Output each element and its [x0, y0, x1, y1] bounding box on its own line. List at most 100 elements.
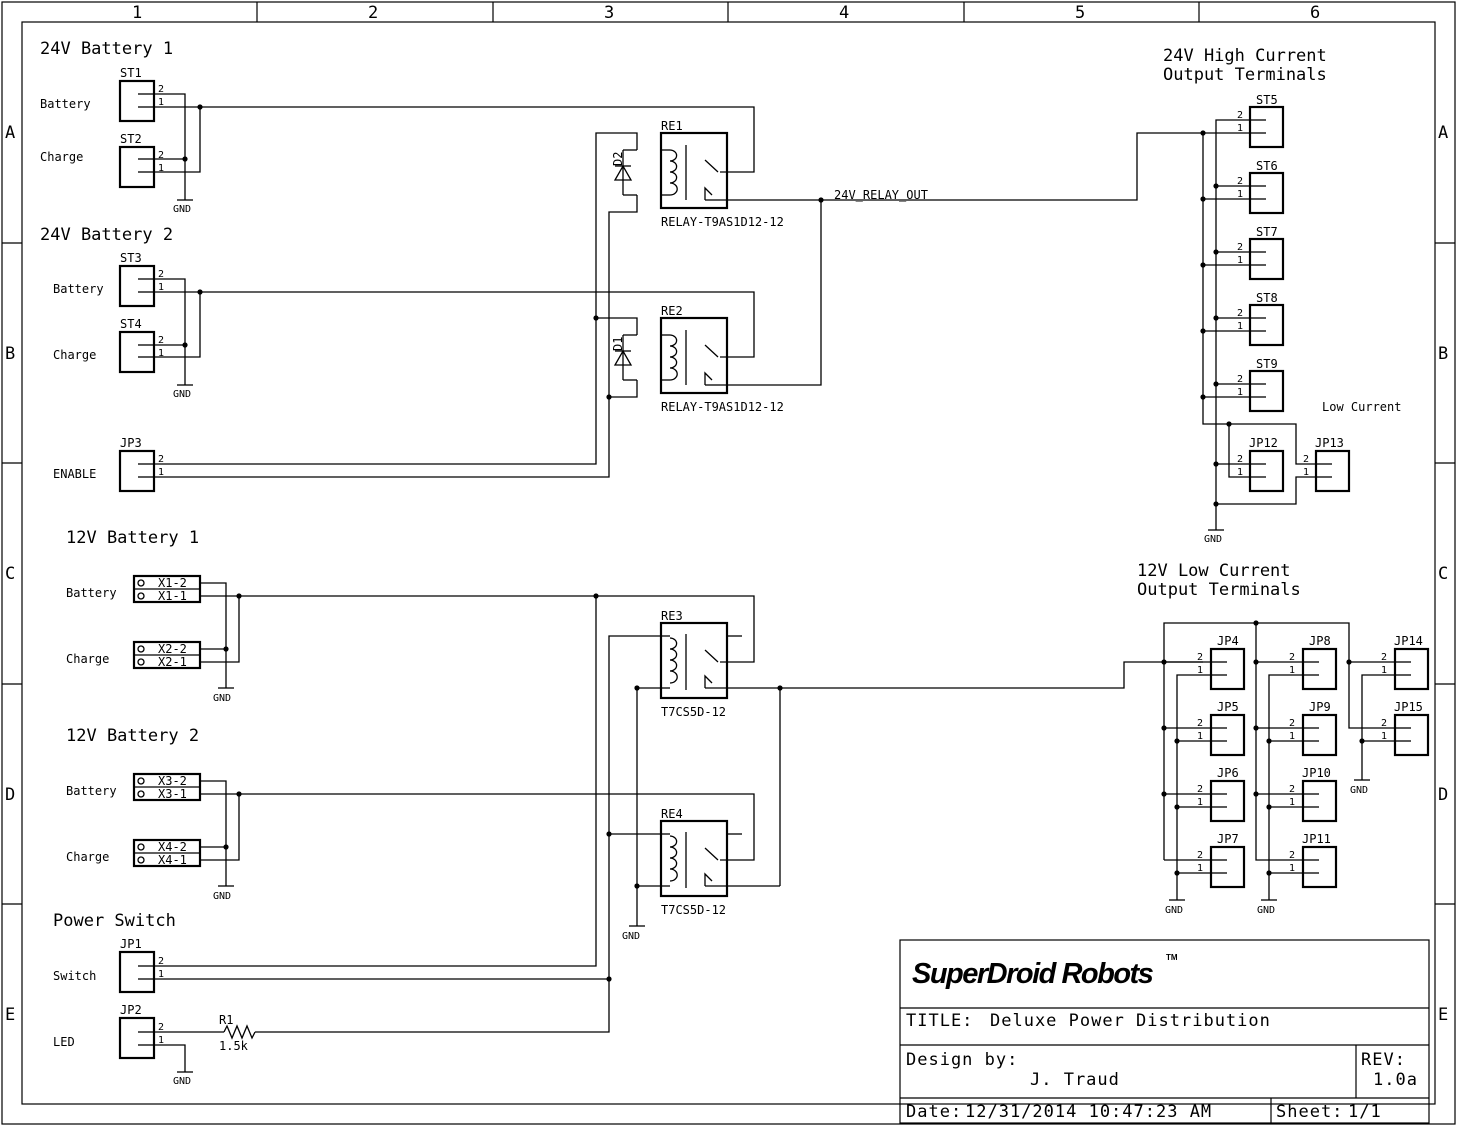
connector-ref: JP3: [120, 436, 142, 450]
wiring-24v-battery-2: [154, 278, 755, 386]
terminal-pin-label: X2-1: [158, 655, 187, 669]
connector-ref: ST6: [1256, 159, 1278, 173]
terminal-pin-label: X3-2: [158, 774, 187, 788]
svg-text:2: 2: [1237, 454, 1243, 465]
connector-ref: JP14: [1394, 634, 1423, 648]
connector-ref: ST3: [120, 251, 142, 265]
connector-st3: [118, 264, 156, 308]
connector-jp1: [118, 950, 156, 994]
svg-text:2: 2: [1237, 308, 1243, 319]
connector-label: Switch: [53, 969, 96, 983]
row-label: E: [5, 1005, 16, 1025]
connector-ref: JP15: [1394, 700, 1423, 714]
relay-ref: RE4: [661, 807, 683, 821]
svg-text:2: 2: [158, 150, 164, 161]
connector-jp7: [1209, 845, 1246, 889]
screw-terminal-x3: [132, 772, 202, 802]
connector-jp5: [1209, 713, 1246, 757]
gnd-label: GND: [1350, 785, 1368, 796]
wiring-high-current-bus: [1200, 119, 1316, 531]
terminal-pin-label: X1-1: [158, 589, 187, 603]
svg-text:1: 1: [1197, 863, 1203, 874]
connector-jp4: [1209, 647, 1246, 691]
relay-re3: [659, 621, 780, 700]
svg-text:2: 2: [1289, 784, 1295, 795]
svg-text:1: 1: [1289, 863, 1295, 874]
column-label: 4: [839, 3, 850, 23]
terminal-pin-label: X4-1: [158, 853, 187, 867]
svg-text:1: 1: [158, 969, 164, 980]
terminal-label: Charge: [66, 652, 109, 666]
svg-text:1: 1: [1197, 731, 1203, 742]
svg-text:2: 2: [158, 84, 164, 95]
gnd-label: GND: [173, 389, 191, 400]
svg-text:1: 1: [1381, 665, 1387, 676]
connector-ref: JP1: [120, 937, 142, 951]
svg-text:1: 1: [1237, 387, 1243, 398]
relay-value: RELAY-T9AS1D12-12: [661, 400, 784, 414]
heading-power-switch: Power Switch: [53, 911, 176, 931]
relay-re2: [659, 316, 729, 395]
wiring-12v-battery-1: [200, 582, 755, 689]
diode-d2: [613, 149, 637, 196]
connector-ref: ST8: [1256, 291, 1278, 305]
connector-ref: JP7: [1217, 832, 1239, 846]
gnd-label: GND: [213, 891, 231, 902]
terminal-pin-label: X1-2: [158, 576, 187, 590]
connector-st2: [118, 145, 156, 189]
resistor-ref: R1: [219, 1013, 233, 1027]
connector-jp3: [118, 449, 156, 493]
svg-text:1: 1: [1197, 797, 1203, 808]
connector-label: Charge: [40, 150, 83, 164]
trademark: TM: [1166, 953, 1178, 962]
relay-ref: RE1: [661, 119, 683, 133]
date-value: 12/31/2014 10:47:23 AM: [965, 1102, 1212, 1122]
relay-value: RELAY-T9AS1D12-12: [661, 215, 784, 229]
wiring-12v-battery-2: [200, 780, 755, 887]
svg-text:1: 1: [1303, 467, 1309, 478]
connector-st1: [118, 79, 156, 123]
svg-text:2: 2: [158, 454, 164, 465]
connector-st9: [1248, 369, 1285, 413]
connector-jp12: [1248, 449, 1285, 493]
connector-label: ENABLE: [53, 467, 96, 481]
wiring-enable: [154, 132, 638, 478]
svg-text:1: 1: [1237, 189, 1243, 200]
terminal-label: Battery: [66, 784, 117, 798]
heading-high-current: 24V High Current: [1163, 46, 1327, 66]
svg-text:2: 2: [1289, 652, 1295, 663]
terminal-pin-label: X2-2: [158, 642, 187, 656]
relay-ref: RE2: [661, 304, 683, 318]
row-label: A: [5, 123, 16, 143]
svg-text:2: 2: [1381, 652, 1387, 663]
connector-st4: [118, 330, 156, 374]
heading-12v-battery-2: 12V Battery 2: [66, 726, 199, 746]
row-label: B: [5, 344, 16, 364]
sheet-label: Sheet:: [1276, 1102, 1343, 1122]
connector-ref: JP11: [1302, 832, 1331, 846]
svg-text:1: 1: [158, 348, 164, 359]
diode-d1: [613, 334, 637, 381]
connector-jp10: [1301, 779, 1338, 823]
svg-text:2: 2: [1197, 718, 1203, 729]
svg-text:2: 2: [1237, 242, 1243, 253]
svg-text:1: 1: [158, 467, 164, 478]
designer-label: Design by:: [906, 1050, 1018, 1070]
connector-jp15: [1393, 713, 1430, 757]
row-label: C: [1438, 564, 1449, 584]
column-label: 5: [1075, 3, 1086, 23]
relay-value: T7CS5D-12: [661, 903, 726, 917]
sheet-value: 1/1: [1348, 1102, 1382, 1122]
heading-low-current-terminals: Output Terminals: [1137, 580, 1301, 600]
pin-numbers-power: 21 21: [158, 956, 164, 1046]
date-label: Date:: [906, 1102, 962, 1122]
gnd-label: GND: [622, 931, 640, 942]
svg-text:2: 2: [158, 269, 164, 280]
relay-value: T7CS5D-12: [661, 705, 726, 719]
row-label: E: [1438, 1005, 1449, 1025]
gnd-label: GND: [1204, 534, 1222, 545]
designer-name: J. Traud: [1030, 1070, 1120, 1090]
svg-text:2: 2: [1197, 784, 1203, 795]
connector-ref: JP12: [1249, 436, 1278, 450]
